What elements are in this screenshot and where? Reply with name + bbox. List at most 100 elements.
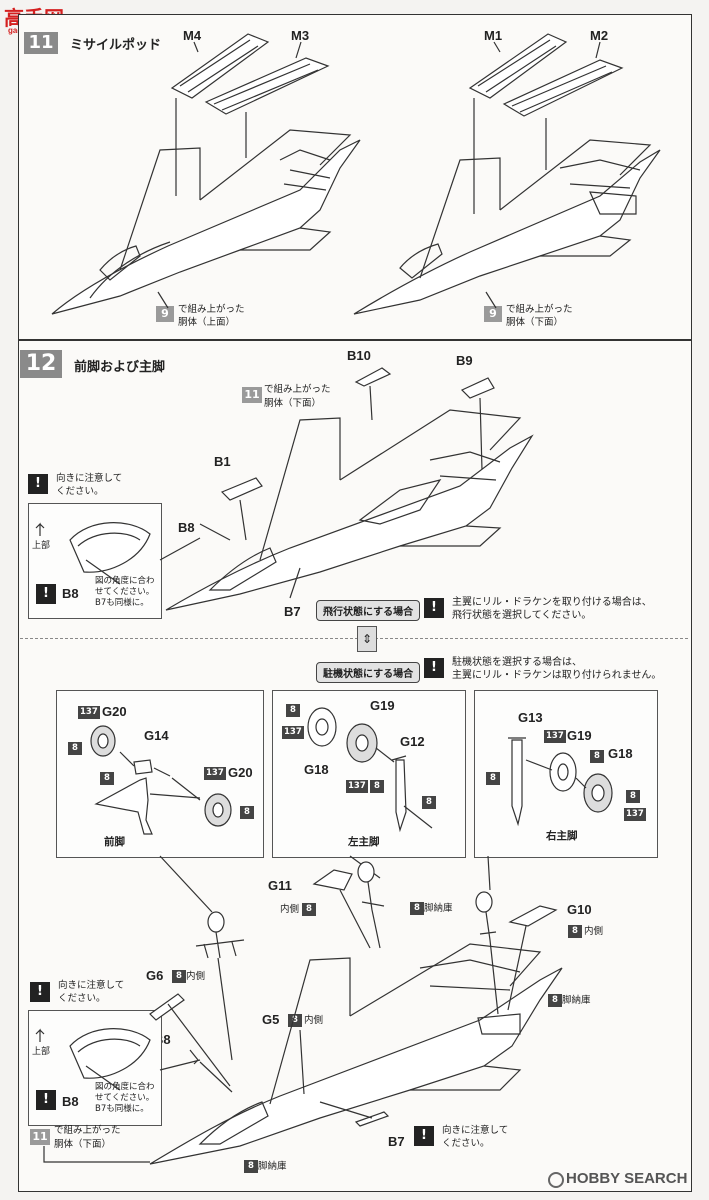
g11-badge: 8 [302, 903, 316, 916]
front-badge-8c: 8 [240, 806, 254, 819]
caution1-text2: ください。 [56, 486, 104, 497]
caution-icon-1: ! [28, 474, 48, 494]
left-part-g19: G19 [370, 698, 395, 713]
right-badge-8c: 8 [626, 790, 640, 803]
step12-ref-top-badge: 11 [242, 387, 262, 403]
inset1-text3: B7も同様に。 [95, 598, 149, 608]
bay1-badge: 8 [410, 902, 424, 915]
inset1-text1: 図の角度に合わ [95, 576, 155, 586]
inset2-text2: せてください。 [95, 1093, 155, 1103]
step11-ref-left-text1: で組み上がった [178, 304, 245, 315]
step11-ref-right-text2: 胴体（下面） [506, 317, 564, 328]
right-part-g13: G13 [518, 710, 543, 725]
right-badge-137b: 137 [624, 808, 646, 821]
left-badge-8b: 8 [370, 780, 384, 793]
caution-icon-2: ! [30, 982, 50, 1002]
front-part-g20b: G20 [228, 765, 253, 780]
front-badge-8b: 8 [100, 772, 114, 785]
part-label-g11: G11 [268, 878, 292, 893]
step11-ref-left-text2: 胴体（上面） [178, 317, 236, 328]
hobby-search-watermark: HOBBY SEARCH [566, 1170, 688, 1187]
part-label-m2: M2 [590, 28, 609, 43]
part-label-b7-bottom: B7 [388, 1134, 405, 1149]
part-label-b1: B1 [214, 454, 231, 469]
bay3-badge: 8 [244, 1160, 258, 1173]
part-label-b10: B10 [347, 348, 371, 363]
caution2-text1: 向きに注意して [58, 980, 125, 991]
right-part-g18: G18 [608, 746, 633, 761]
front-part-g20a: G20 [102, 704, 127, 719]
flight-note-icon: ! [424, 598, 444, 618]
right-badge-137a: 137 [544, 730, 566, 743]
parked-note-text1: 駐機状態を選択する場合は、 [452, 657, 582, 668]
hobby-search-logo-icon [548, 1172, 564, 1188]
step12-ref-top-text1: で組み上がった [264, 384, 331, 395]
flight-note-text2: 飛行状態を選択してください。 [452, 610, 592, 621]
part-label-b7-top: B7 [284, 604, 301, 619]
left-badge-8a: 8 [286, 704, 300, 717]
bay2-label: 脚納庫 [562, 995, 591, 1006]
step12-ref-bottom-text1: で組み上がった [54, 1125, 121, 1136]
step12-title: 前脚および主脚 [74, 360, 166, 375]
front-badge-137a: 137 [78, 706, 100, 719]
part-label-m4: M4 [183, 28, 202, 43]
right-part-g19: G19 [567, 728, 592, 743]
part-label-b8-top: B8 [178, 520, 195, 535]
g11-side-label: 内側 [280, 904, 300, 915]
step11-ref-left-badge: 9 [156, 306, 174, 322]
left-main-gear-box [272, 690, 466, 858]
part-label-b9: B9 [456, 353, 473, 368]
parked-state-button[interactable]: 駐機状態にする場合 [316, 662, 421, 683]
front-part-g14: G14 [144, 728, 169, 743]
parked-note-text2: 主翼にリル・ドラケンは取り付けられません。 [452, 670, 662, 681]
part-label-m3: M3 [291, 28, 310, 43]
bay3-label: 脚納庫 [258, 1161, 287, 1172]
switch-state-arrow-icon[interactable]: ⇕ [357, 626, 377, 652]
step12-ref-top-text2: 胴体（下面） [264, 398, 322, 409]
part-label-g5: G5 [262, 1012, 280, 1027]
g10-badge: 8 [568, 925, 582, 938]
left-badge-137a: 137 [282, 726, 304, 739]
step12-ref-bottom-text2: 胴体（下面） [54, 1139, 112, 1150]
front-badge-137b: 137 [204, 767, 226, 780]
step11-number: 11 [24, 32, 58, 54]
state-separator-line [20, 638, 688, 639]
g5-badge: 8 [288, 1014, 302, 1027]
inset2-part-label: B8 [62, 1094, 79, 1109]
inset2-up-label: 上部 [32, 1047, 51, 1057]
part-label-g10: G10 [567, 902, 592, 917]
inset2-text1: 図の角度に合わ [95, 1082, 155, 1092]
bay1-label: 脚納庫 [424, 903, 453, 914]
flight-note-text1: 主翼にリル・ドラケンを取り付ける場合は、 [452, 597, 652, 608]
inset1-part-label: B8 [62, 586, 79, 601]
step12-number: 12 [20, 350, 62, 378]
g6-badge: 8 [172, 970, 186, 983]
front-badge-8a: 8 [68, 742, 82, 755]
g10-side-label: 内側 [584, 926, 604, 937]
step11-title: ミサイルポッド [70, 38, 162, 53]
part-label-m1: M1 [484, 28, 503, 43]
left-part-g18: G18 [304, 762, 329, 777]
part-label-g6: G6 [146, 968, 164, 983]
flight-state-button[interactable]: 飛行状態にする場合 [316, 600, 421, 621]
caution2-text2: ください。 [58, 993, 106, 1004]
left-main-gear-label: 左主脚 [348, 836, 380, 848]
right-main-gear-label: 右主脚 [546, 830, 578, 842]
caution1-text1: 向きに注意して [56, 473, 123, 484]
caution-icon-3: ! [414, 1126, 434, 1146]
left-part-g12: G12 [400, 734, 425, 749]
inset1-text2: せてください。 [95, 587, 155, 597]
caution3-text1: 向きに注意して [442, 1125, 509, 1136]
step11-frame [18, 14, 692, 340]
caution3-text2: ください。 [442, 1138, 490, 1149]
inset2-text3: B7も同様に。 [95, 1104, 149, 1114]
parked-note-icon: ! [424, 658, 444, 678]
right-badge-8b: 8 [486, 772, 500, 785]
bay2-badge: 8 [548, 994, 562, 1007]
left-badge-137b: 137 [346, 780, 368, 793]
right-badge-8a: 8 [590, 750, 604, 763]
caution-icon-inset1: ! [36, 584, 56, 604]
left-badge-8c: 8 [422, 796, 436, 809]
inset1-up-label: 上部 [32, 541, 51, 551]
step11-ref-right-text1: で組み上がった [506, 304, 573, 315]
